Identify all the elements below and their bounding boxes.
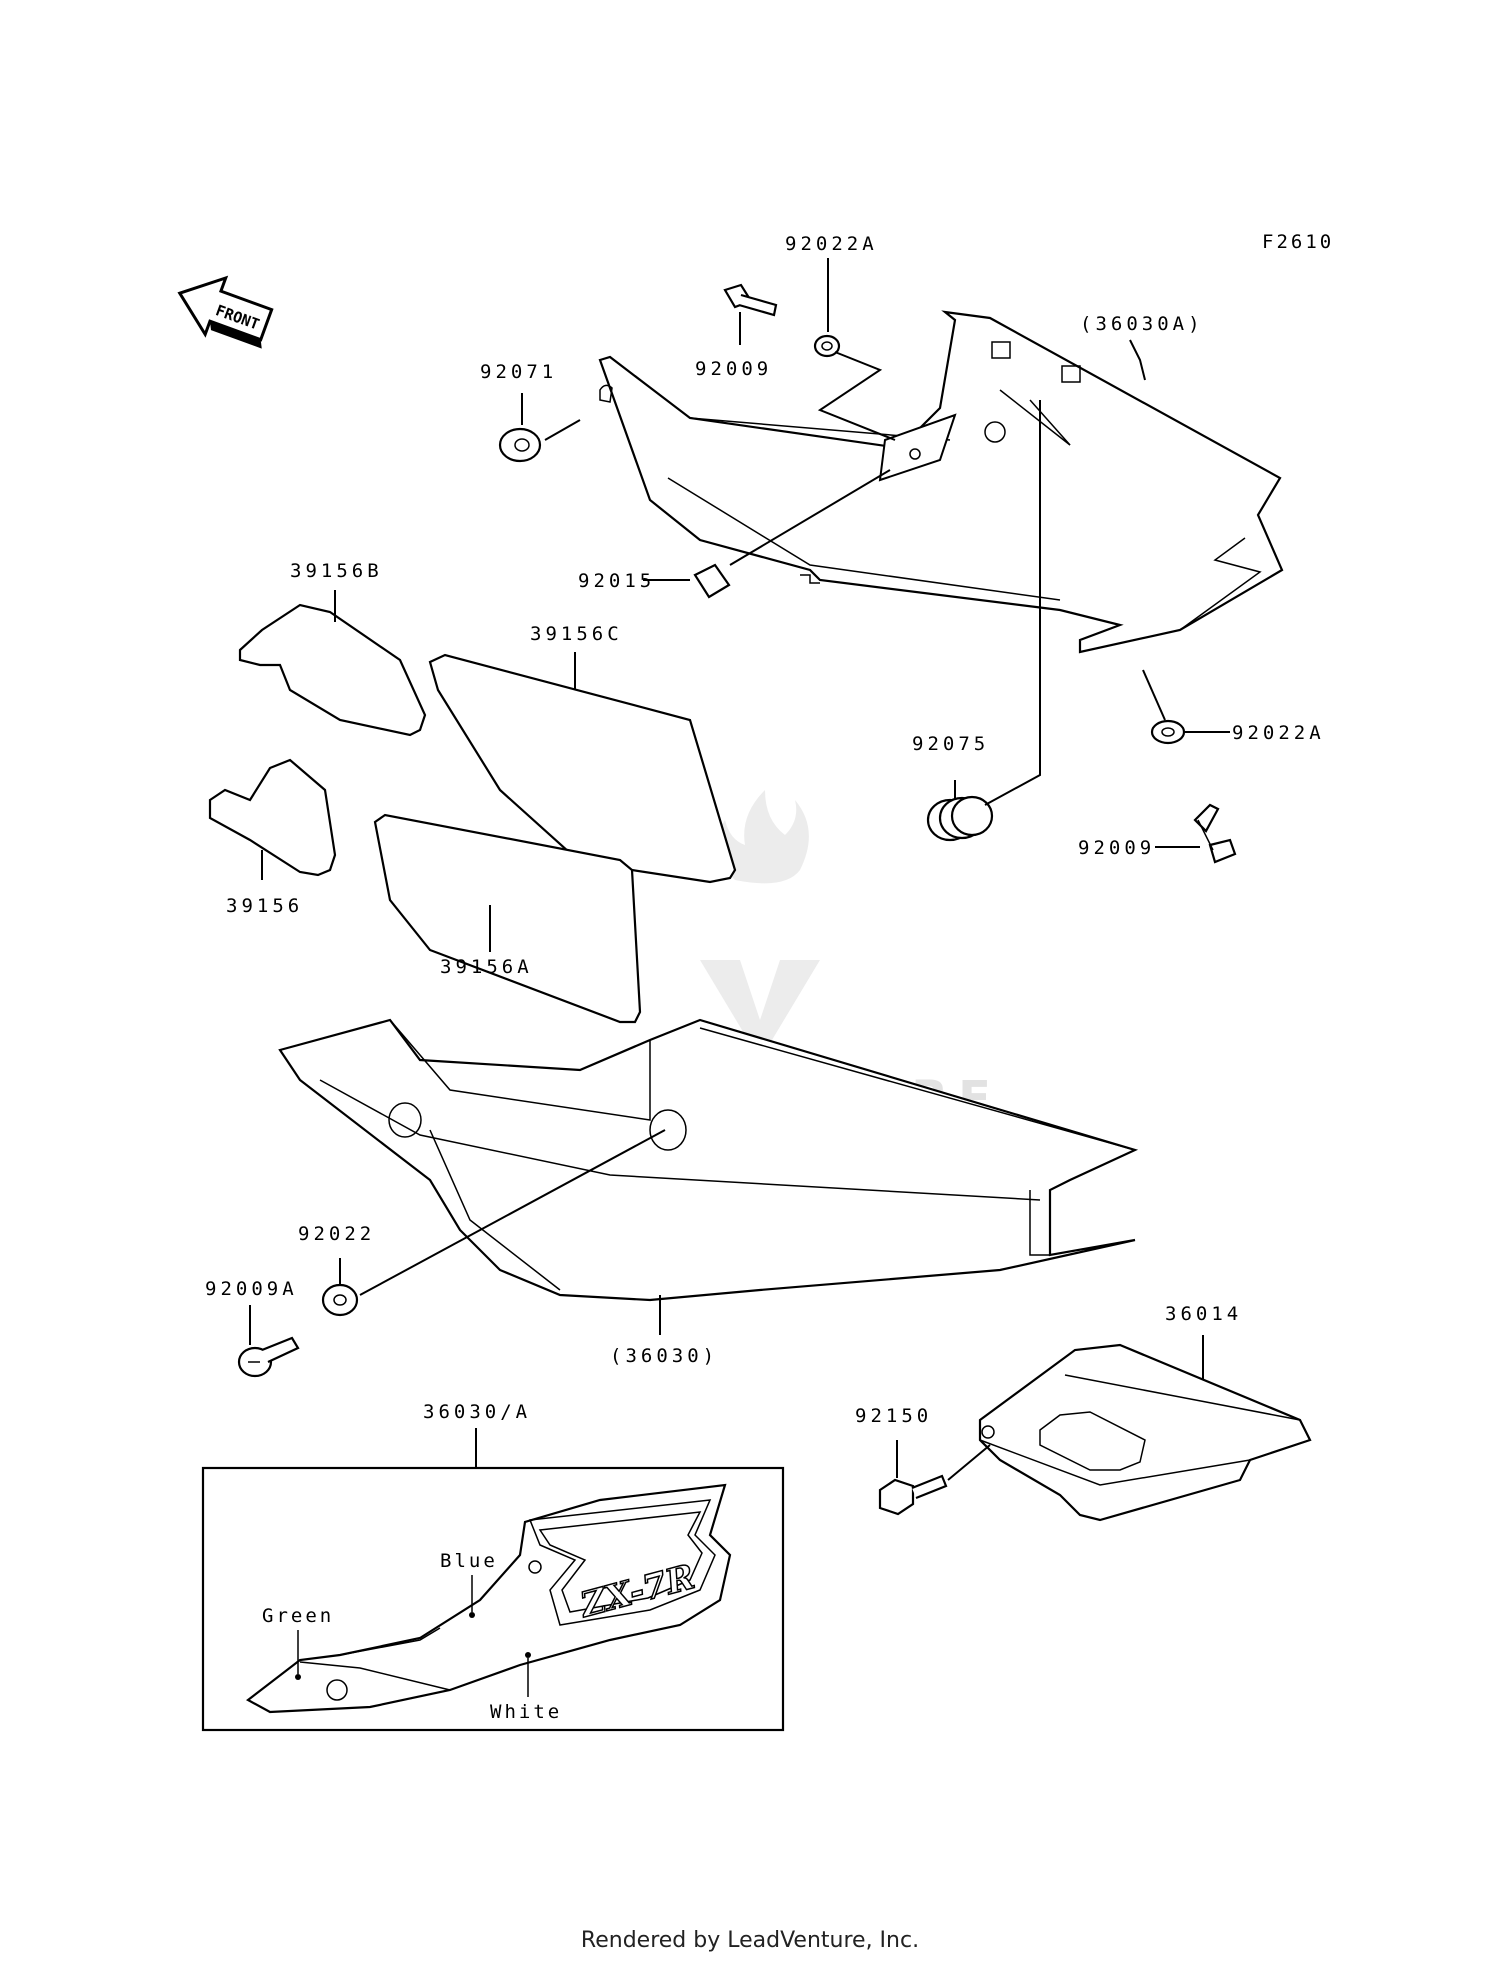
- label-92022A-top: 92022A: [785, 233, 878, 255]
- color-green-label: Green: [262, 1605, 334, 1627]
- damper-icon: [926, 795, 994, 842]
- label-92009A: 92009A: [205, 1278, 298, 1300]
- color-variant-inset: 36030/A ZX-7R Blue Green White: [201, 1401, 785, 1732]
- label-39156C: 39156C: [530, 623, 623, 645]
- leader-lines: [249, 258, 1230, 1478]
- label-36014: 36014: [1165, 1303, 1242, 1325]
- cover-bracket: [978, 1343, 1312, 1522]
- label-92071: 92071: [480, 361, 557, 383]
- front-arrow-icon: FRONT: [177, 275, 274, 349]
- label-92150: 92150: [855, 1405, 932, 1427]
- bolt-icon-lower: [237, 1336, 300, 1378]
- label-39156: 39156: [226, 895, 303, 917]
- bolt-icon: [723, 283, 778, 317]
- flange-bolt-icon: [878, 1474, 948, 1516]
- label-92022A-right: 92022A: [1232, 722, 1325, 744]
- label-92015: 92015: [578, 570, 655, 592]
- grommet-icon: [498, 427, 542, 463]
- color-white-label: White: [490, 1701, 562, 1723]
- part-labels: 92022A 92009 (36030A) 92071 92015 39156B…: [205, 233, 1325, 1427]
- figure-code: F2610: [1262, 231, 1334, 253]
- clip-nut-icon: [693, 563, 731, 599]
- label-92022: 92022: [298, 1223, 375, 1245]
- label-92009-top: 92009: [695, 358, 772, 380]
- color-blue-label: Blue: [440, 1550, 498, 1572]
- label-36030A: (36030A): [1080, 313, 1204, 335]
- label-39156B: 39156B: [290, 560, 383, 582]
- label-92075: 92075: [912, 733, 989, 755]
- lower-side-cover: [278, 1018, 1139, 1302]
- label-92009-right: 92009: [1078, 837, 1155, 859]
- inset-title: 36030/A: [423, 1401, 531, 1423]
- label-36030: (36030): [610, 1345, 718, 1367]
- footer-credit: Rendered by LeadVenture, Inc.: [580, 1928, 920, 1953]
- bolt-icon-right: [1193, 803, 1237, 864]
- label-39156A: 39156A: [440, 956, 533, 978]
